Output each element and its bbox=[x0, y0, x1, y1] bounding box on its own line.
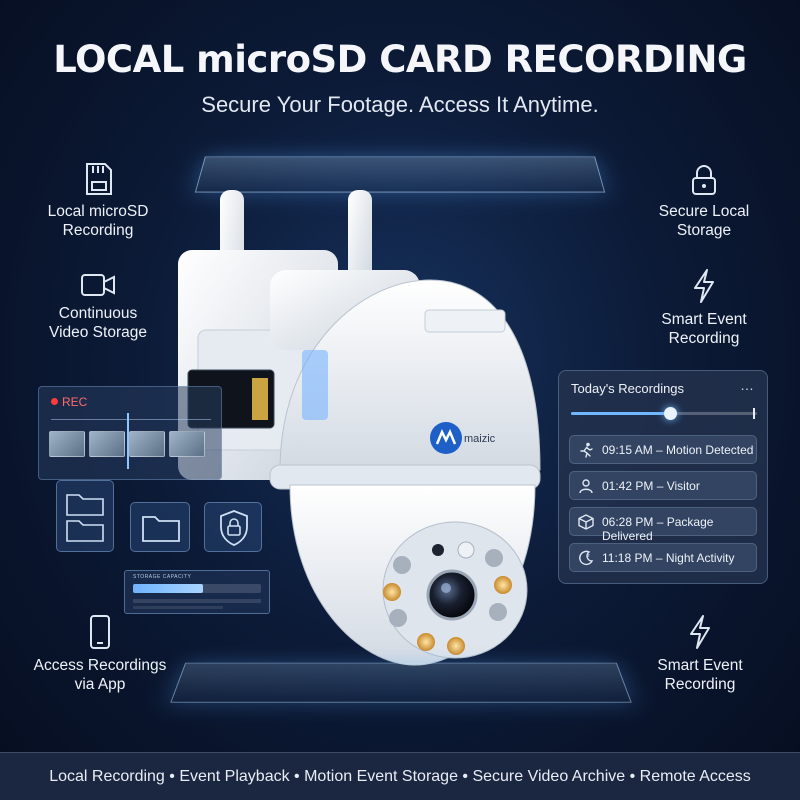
recording-item[interactable]: 09:15 AM – Motion Detected bbox=[569, 435, 757, 464]
video-thumbnail bbox=[169, 431, 205, 457]
video-thumbnail bbox=[89, 431, 125, 457]
lightning-bolt-icon bbox=[694, 269, 714, 303]
rec-dot-icon bbox=[51, 398, 58, 405]
feature-secure-storage: Secure Local Storage bbox=[614, 164, 794, 240]
recording-event: Visitor bbox=[666, 479, 700, 493]
folder-icon bbox=[66, 494, 104, 542]
recording-event: Motion Detected bbox=[666, 443, 754, 457]
storage-capacity-panel: STORAGE CAPACITY bbox=[124, 570, 270, 614]
person-icon bbox=[579, 479, 593, 494]
feature-access-app: Access Recordings via App bbox=[10, 614, 190, 694]
recording-item[interactable]: 01:42 PM – Visitor bbox=[569, 471, 757, 500]
glass-shelf-bottom bbox=[170, 662, 632, 703]
recording-timeline-panel: REC bbox=[38, 386, 222, 480]
padlock-icon bbox=[692, 165, 716, 195]
storage-label: STORAGE CAPACITY bbox=[133, 574, 192, 580]
secure-lock-tile bbox=[204, 502, 262, 552]
rec-indicator: REC bbox=[51, 395, 87, 409]
folder-icon bbox=[142, 516, 180, 542]
feature-continuous-storage: Continuous Video Storage bbox=[8, 272, 188, 342]
brand-logo-text: maizic bbox=[464, 433, 496, 445]
video-thumbnail bbox=[129, 431, 165, 457]
playback-knob[interactable] bbox=[663, 407, 677, 420]
footer-feature-bar: Local Recording • Event Playback • Motio… bbox=[0, 752, 800, 800]
recording-item[interactable]: 06:28 PM – Package Delivered bbox=[569, 507, 757, 543]
rec-label: REC bbox=[62, 395, 88, 409]
lightning-bolt-icon bbox=[690, 615, 710, 649]
video-thumbnail bbox=[49, 431, 85, 457]
feature-smart-event-bottom: Smart Event Recording bbox=[610, 614, 790, 694]
page-subtitle: Secure Your Footage. Access It Anytime. bbox=[201, 92, 599, 117]
page-title: LOCAL microSD CARD RECORDING bbox=[53, 38, 747, 81]
smartphone-icon bbox=[90, 615, 110, 649]
folder-tile bbox=[130, 502, 190, 552]
todays-recordings-panel: Today's Recordings … 09:15 AM – Motion D… bbox=[558, 370, 768, 584]
package-icon bbox=[578, 514, 594, 530]
recording-time: 09:15 AM bbox=[602, 443, 653, 457]
feature-smart-event-top: Smart Event Recording bbox=[614, 268, 794, 348]
recording-event: Package Delivered bbox=[602, 515, 714, 543]
feature-local-microsd: Local microSD Recording bbox=[8, 162, 188, 240]
storage-detail-line bbox=[133, 599, 261, 603]
recording-time: 06:28 PM bbox=[602, 515, 654, 529]
recordings-title: Today's Recordings bbox=[571, 381, 685, 396]
storage-bar bbox=[133, 584, 261, 593]
recording-event: Night Activity bbox=[665, 551, 735, 565]
svg-text:z: z bbox=[587, 553, 590, 559]
playback-slider[interactable] bbox=[571, 407, 757, 420]
storage-fill bbox=[133, 584, 204, 593]
feature-label: Continuous Video Storage bbox=[49, 305, 147, 341]
recording-time: 11:18 PM bbox=[602, 551, 653, 565]
video-camera-icon bbox=[81, 274, 115, 296]
recording-time: 01:42 PM bbox=[602, 479, 654, 493]
playback-progress bbox=[571, 412, 670, 415]
running-person-icon bbox=[580, 442, 593, 458]
folder-stack-tile bbox=[56, 480, 114, 552]
moon-icon: z bbox=[579, 550, 594, 566]
feature-label: Local microSD Recording bbox=[47, 203, 149, 239]
playback-end-marker bbox=[753, 408, 755, 419]
recording-item[interactable]: z 11:18 PM – Night Activity bbox=[569, 543, 757, 572]
sd-card-icon bbox=[86, 163, 112, 195]
more-options-icon[interactable]: … bbox=[740, 377, 755, 393]
feature-label: Smart Event Recording bbox=[657, 657, 743, 693]
storage-detail-line bbox=[133, 606, 223, 609]
feature-label: Secure Local Storage bbox=[658, 203, 750, 239]
timeline-line bbox=[51, 419, 211, 420]
timeline-playhead bbox=[127, 413, 129, 469]
shield-lock-icon bbox=[220, 510, 248, 546]
feature-label: Access Recordings via App bbox=[33, 657, 167, 693]
feature-label: Smart Event Recording bbox=[661, 311, 747, 347]
